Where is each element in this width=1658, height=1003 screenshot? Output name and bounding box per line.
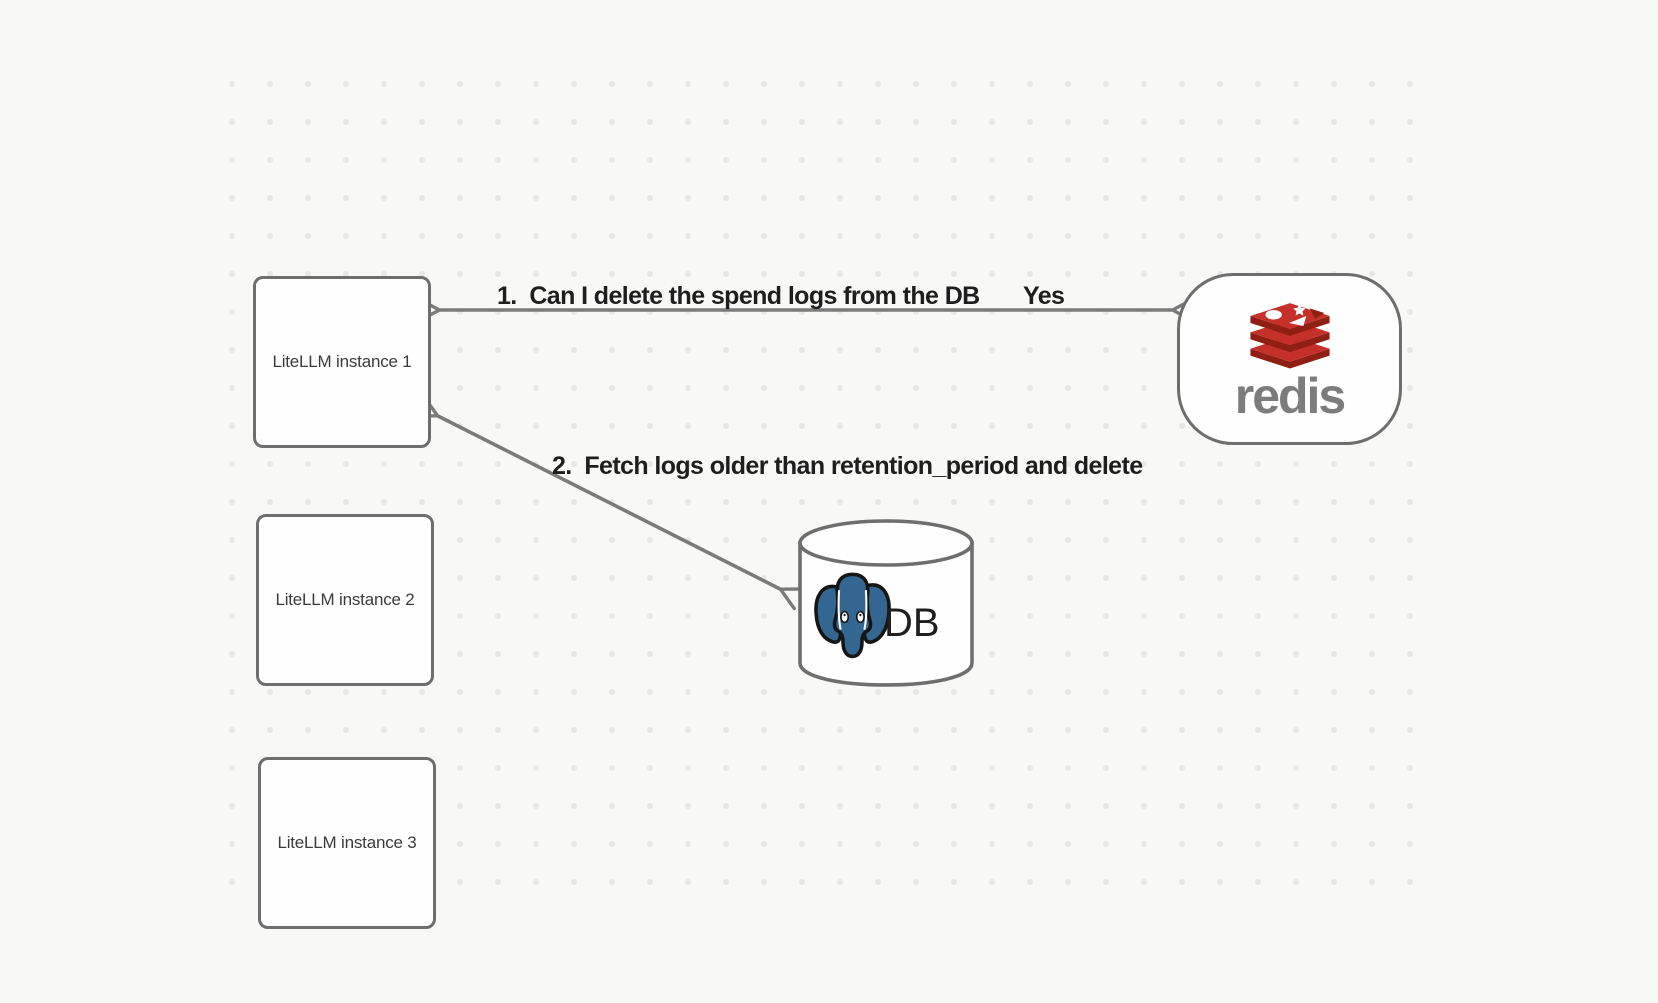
redis-wordmark: redis bbox=[1234, 368, 1347, 424]
node-label: LiteLLM instance 2 bbox=[275, 590, 415, 609]
edge-arrow-2-instance1-db[interactable] bbox=[412, 394, 806, 611]
node-label: LiteLLM instance 1 bbox=[272, 352, 412, 371]
redis-logo-icon bbox=[1249, 303, 1330, 369]
node-redis[interactable]: redis bbox=[1177, 273, 1402, 445]
edge1-response-label: Yes bbox=[1023, 282, 1065, 310]
node-litellm-instance-2[interactable]: LiteLLM instance 2 bbox=[256, 514, 434, 686]
db-node-label: DB bbox=[884, 601, 940, 645]
node-label: LiteLLM instance 3 bbox=[277, 833, 417, 852]
node-litellm-instance-1[interactable]: LiteLLM instance 1 bbox=[253, 276, 431, 448]
edge1-label: 1. Can I delete the spend logs from the … bbox=[497, 282, 980, 310]
postgres-logo-icon bbox=[814, 572, 891, 659]
node-litellm-instance-3[interactable]: LiteLLM instance 3 bbox=[258, 757, 436, 929]
edge2-label: 2. Fetch logs older than retention_perio… bbox=[552, 452, 1143, 480]
